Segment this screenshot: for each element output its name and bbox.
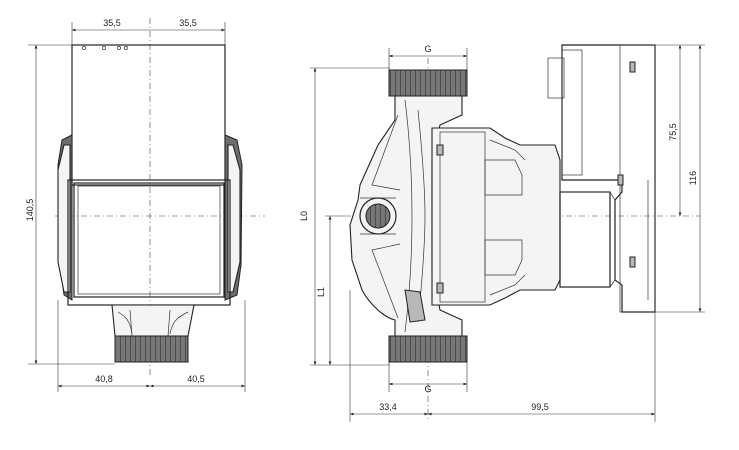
front-view: 35,5 35,5 140,5: [25, 18, 265, 392]
front-bottom-right-dim: 40,5: [187, 374, 205, 384]
front-thread: [114, 335, 189, 363]
thread-bottom-label: G: [424, 384, 431, 394]
side-top-thread: [388, 69, 468, 97]
side-view: G L0 L1: [299, 44, 705, 422]
front-bottom-left-dim: 40,8: [95, 374, 113, 384]
front-top-right-dim: 35,5: [179, 18, 197, 28]
display-panel: [73, 182, 225, 298]
front-height-dim: 140,5: [25, 199, 35, 222]
thread-top-label: G: [424, 44, 431, 54]
electronics-housing: [71, 44, 226, 186]
pump-neck: [111, 304, 195, 337]
terminal-box: [561, 44, 656, 313]
l0-label: L0: [299, 211, 309, 221]
motor-cylinder: [559, 191, 611, 288]
side-bottom-thread: [388, 335, 468, 363]
l1-label: L1: [316, 287, 326, 297]
front-top-left-dim: 35,5: [103, 18, 121, 28]
dim-75-5: 75,5: [668, 123, 678, 141]
dim-116: 116: [688, 171, 698, 185]
motor-flange: [431, 127, 561, 306]
side-bottom-left-dim: 33,4: [379, 402, 397, 412]
side-bottom-right-dim: 99,5: [531, 402, 549, 412]
